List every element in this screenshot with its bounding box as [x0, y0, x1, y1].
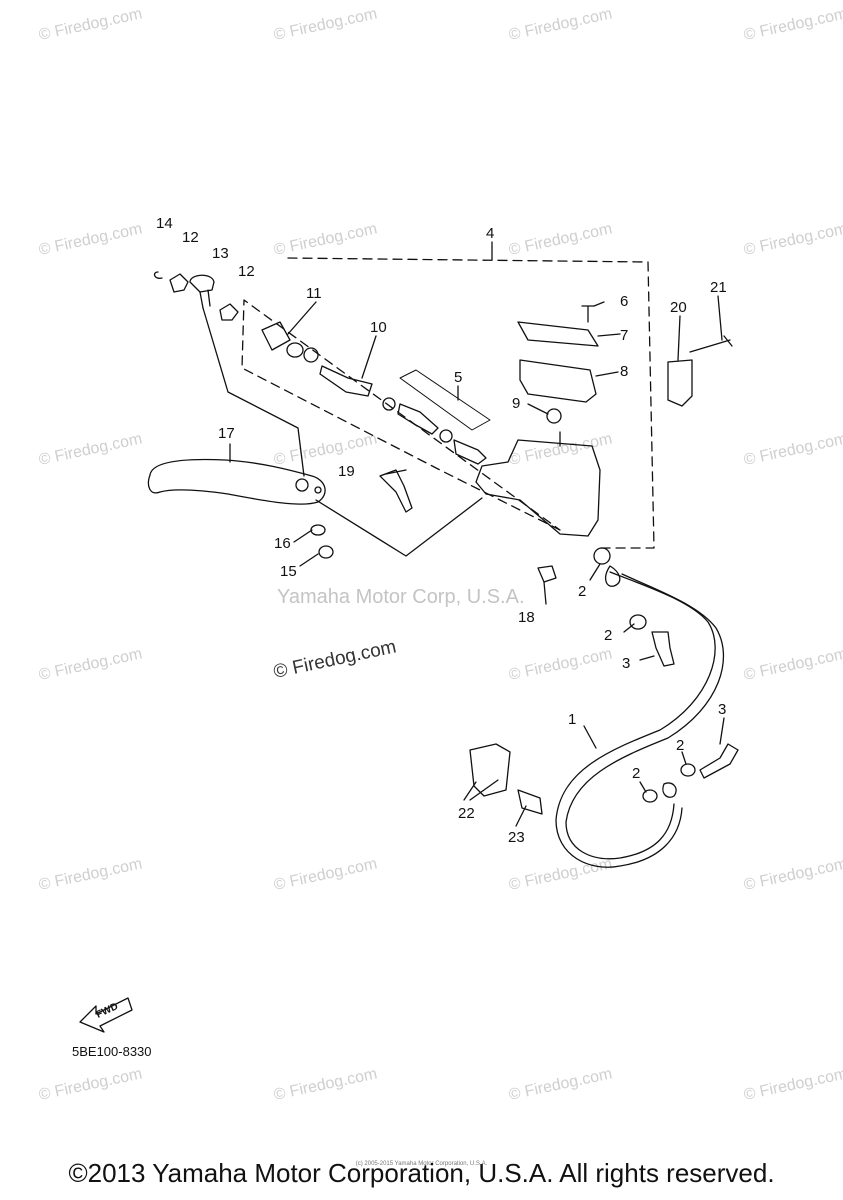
reservoir-cap [517, 321, 599, 347]
callout-21: 21 [710, 279, 727, 296]
watermark: © Firedog.com [272, 5, 378, 43]
lever-bolt [379, 469, 413, 513]
cap-screw [581, 305, 595, 323]
pivot-bolt [189, 274, 215, 293]
hose-clamp [469, 743, 511, 797]
callout-7: 7 [620, 327, 628, 344]
dust-boot [261, 321, 291, 351]
diaphragm [519, 359, 597, 403]
watermark: © Firedog.com [507, 645, 613, 683]
callout-3: 3 [622, 655, 630, 672]
callout-1: 1 [568, 711, 576, 728]
push-rod [319, 365, 373, 397]
nut-12b [219, 303, 239, 321]
assembly-boundary [241, 257, 655, 549]
watermark: © Firedog.com [742, 1065, 843, 1103]
watermark: © Firedog.com [507, 5, 613, 43]
callout-20: 20 [670, 299, 687, 316]
callout-3: 3 [718, 701, 726, 718]
watermark: © Firedog.com [272, 1065, 378, 1103]
callout-23: 23 [508, 829, 525, 846]
callout-5: 5 [454, 369, 462, 386]
callout-2: 2 [578, 583, 586, 600]
diagram-watermark: Yamaha Motor Corp, U.S.A. [277, 586, 525, 608]
callout-14: 14 [156, 215, 173, 232]
watermark: © Firedog.com [272, 855, 378, 893]
watermark: © Firedog.com [37, 1065, 143, 1103]
callout-2: 2 [604, 627, 612, 644]
callout-15: 15 [280, 563, 297, 580]
watermark-layer: © Firedog.com © Firedog.com © Firedog.co… [37, 5, 843, 1103]
callout-22: 22 [458, 805, 475, 822]
union-bolt-a [651, 631, 675, 667]
cotter-pin [153, 271, 163, 279]
callout-12: 12 [238, 263, 255, 280]
watermark: © Firedog.com [37, 430, 143, 468]
callout-12: 12 [182, 229, 199, 246]
callout-8: 8 [620, 363, 628, 380]
callout-2: 2 [632, 765, 640, 782]
callout-19: 19 [338, 463, 355, 480]
clamp-bolt [517, 789, 543, 815]
watermark: © Firedog.com [507, 220, 613, 258]
nut-12a [169, 273, 189, 293]
fine-print: (c) 2005-2015 Yamaha Motor Corporation, … [355, 1161, 488, 1167]
callout-16: 16 [274, 535, 291, 552]
copyright-footer: ©2013 Yamaha Motor Corporation, U.S.A. A… [68, 1158, 775, 1188]
callout-6: 6 [620, 293, 628, 310]
watermark: © Firedog.com [37, 5, 143, 43]
callout-11: 11 [306, 285, 322, 302]
holder-bracket [667, 359, 693, 407]
watermark: © Firedog.com [742, 430, 843, 468]
watermark: © Firedog.com [272, 220, 378, 258]
callout-layer: 1 2 2 2 2 3 3 4 5 6 7 8 9 10 11 12 12 13… [156, 215, 727, 846]
watermark: © Firedog.com [37, 220, 143, 258]
callout-4: 4 [486, 225, 494, 242]
watermark: © Firedog.com [507, 855, 613, 893]
piston-kit [382, 369, 491, 465]
fwd-arrow [79, 997, 133, 1033]
callout-9: 9 [512, 395, 520, 412]
watermark: © Firedog.com [37, 645, 143, 683]
callout-10: 10 [370, 319, 387, 336]
watermark: © Firedog.com [37, 855, 143, 893]
watermark: © Firedog.com [272, 430, 378, 468]
callout-2: 2 [676, 737, 684, 754]
holder-bolt [689, 335, 733, 353]
nut-18 [537, 565, 557, 583]
part-code: 5BE100-8330 [72, 1044, 152, 1059]
callout-18: 18 [518, 609, 535, 626]
union-bolt-b [699, 743, 739, 779]
master-cylinder [475, 439, 601, 537]
brake-hose [555, 571, 716, 868]
brake-lever [147, 458, 326, 505]
watermark: © Firedog.com [742, 645, 843, 683]
watermark-prominent: © Firedog.com [272, 636, 399, 683]
callout-17: 17 [218, 425, 235, 442]
watermark: © Firedog.com [742, 220, 843, 258]
watermark: © Firedog.com [742, 855, 843, 893]
callout-13: 13 [212, 245, 229, 262]
watermark: © Firedog.com [742, 5, 843, 43]
watermark: © Firedog.com [507, 1065, 613, 1103]
